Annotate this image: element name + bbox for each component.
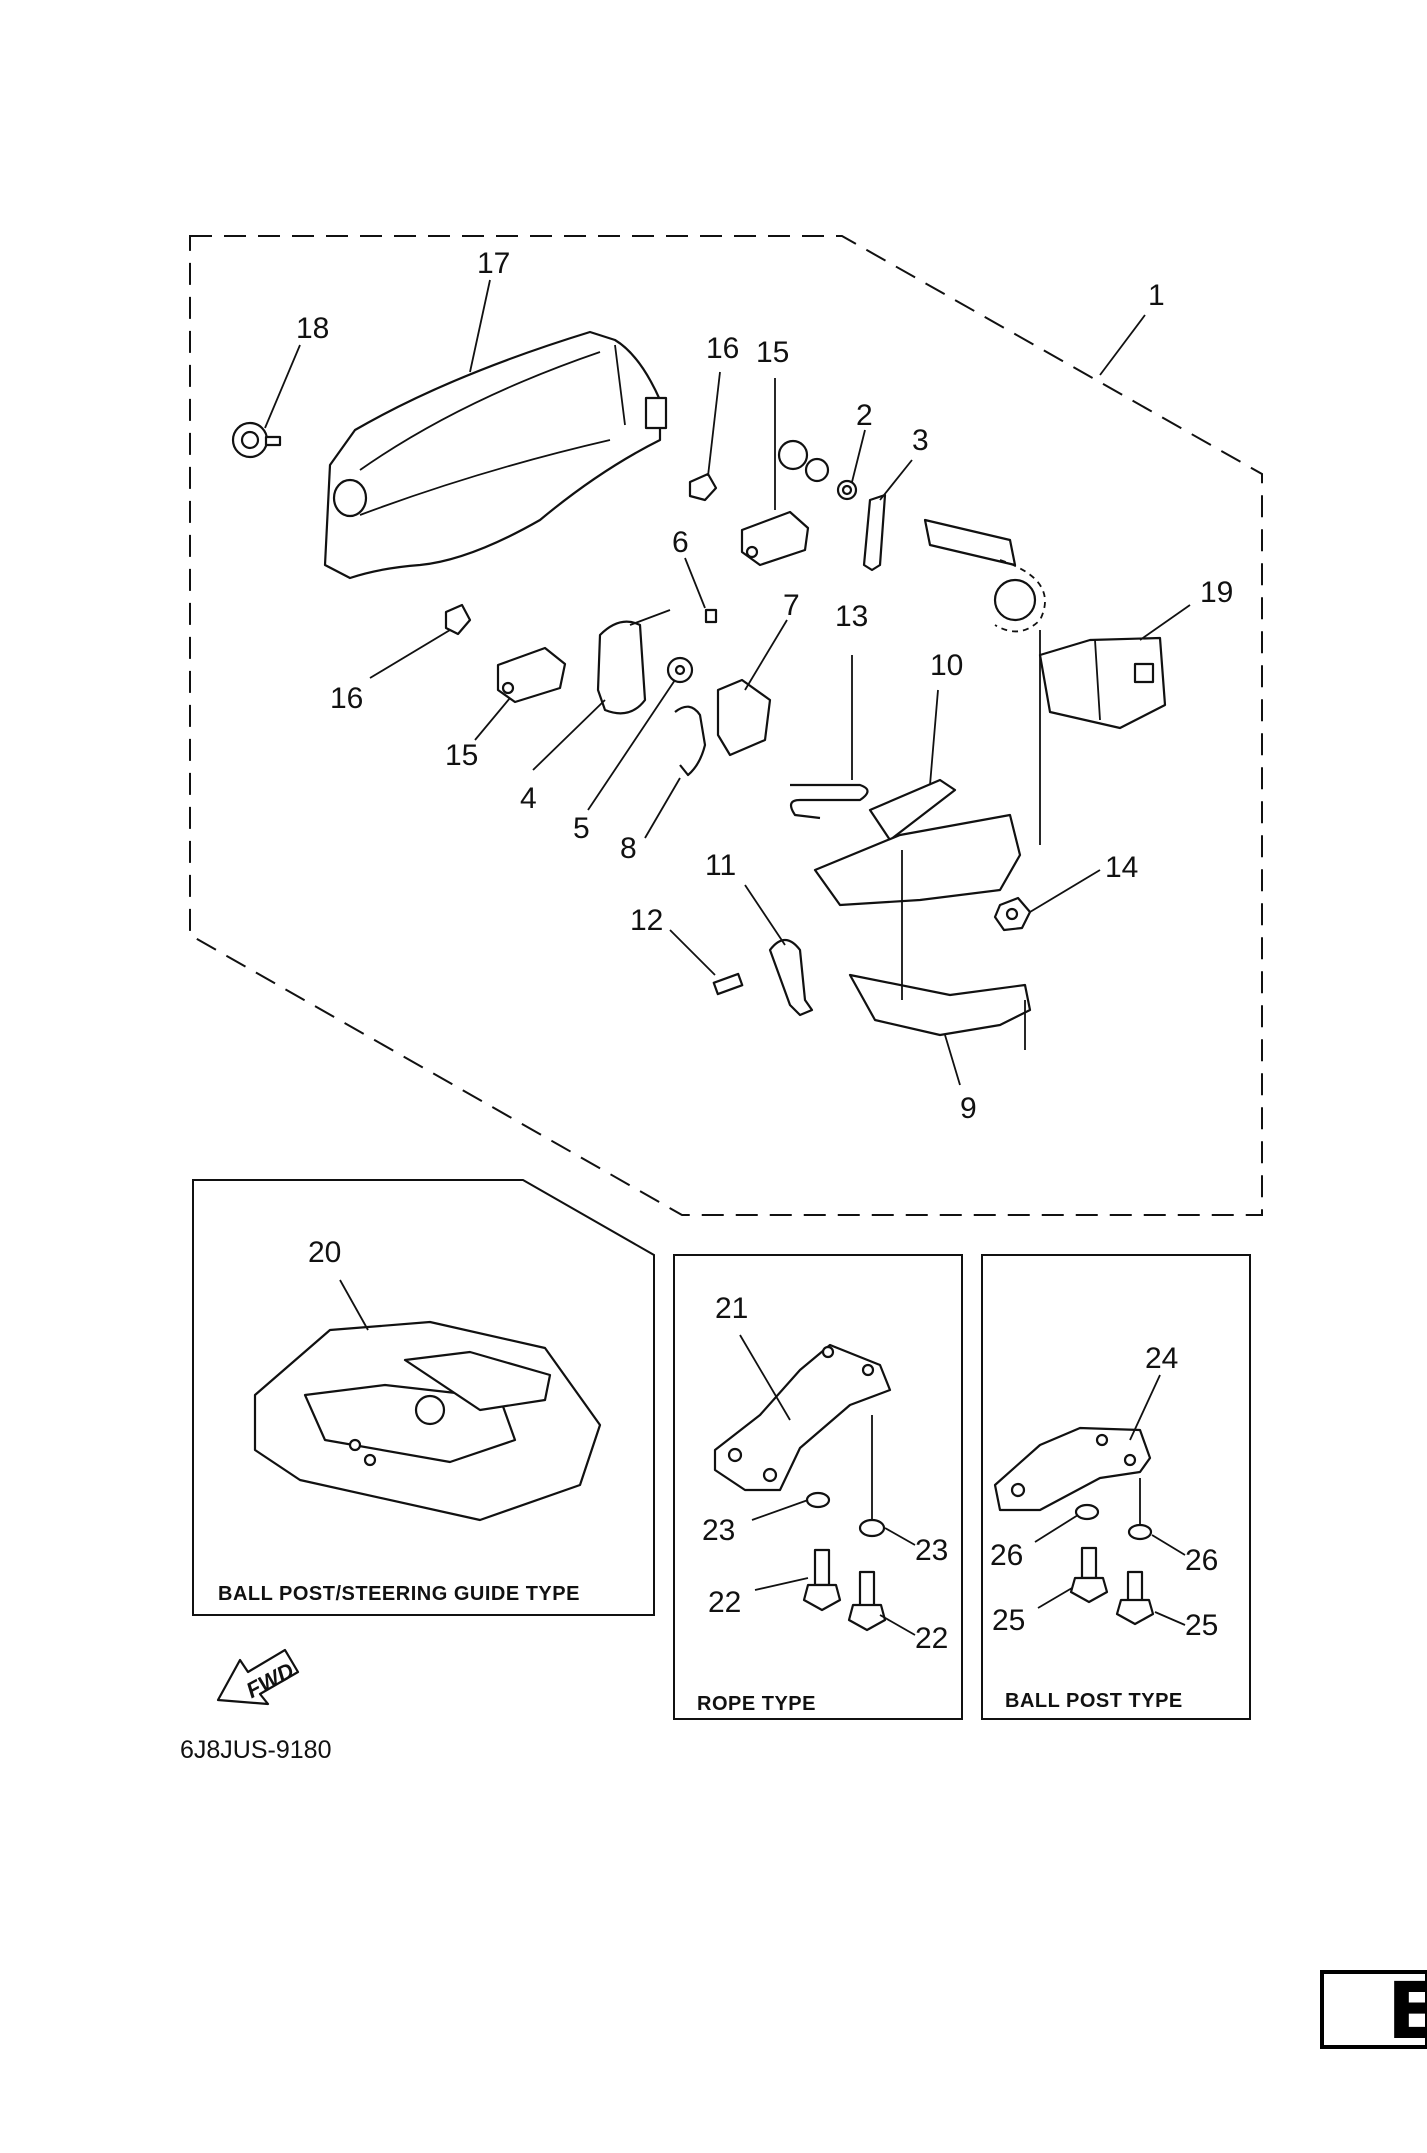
callout-25-right: 25 [1185,1609,1218,1642]
callout-4: 4 [520,782,537,815]
lever-part-lower [596,620,647,715]
u-bolt-part [789,783,869,820]
grip-part [1038,636,1167,730]
section-tab: E [1320,1967,1427,2057]
callout-3: 3 [912,424,929,457]
callout-11: 11 [705,849,736,882]
callout-7: 7 [783,589,800,622]
callout-2: 2 [856,399,873,432]
callout-14: 14 [1105,851,1138,884]
callout-16-upper: 16 [706,332,739,365]
callout-labels: 17 18 1 16 15 2 3 6 7 13 10 19 16 15 4 5… [296,247,1233,1655]
knob-part [231,421,282,459]
drawing-code: 6J8JUS-9180 [180,1736,331,1764]
ball-post-bracket-part [993,1426,1152,1512]
lever-part-11 [768,938,814,1017]
nut-part [993,896,1032,932]
callout-20: 20 [308,1236,341,1269]
ball-post-steering-box [192,1179,655,1616]
callout-9: 9 [960,1092,977,1125]
guide-plate-part [253,1320,602,1522]
callout-22-left: 22 [708,1586,741,1619]
callout-23-right: 23 [915,1534,948,1567]
assembly-boundary [189,235,1263,1216]
nut-washer-set [777,439,858,501]
rope-bracket-part [713,1343,892,1492]
callout-6: 6 [672,526,689,559]
callout-18: 18 [296,312,329,345]
rope-type-box [673,1254,963,1720]
callout-13: 13 [835,600,868,633]
pin-part [704,608,718,624]
leader-lines [264,279,1191,1636]
section-tab-letter: E [1387,1967,1427,2057]
callout-15-upper: 15 [756,336,789,369]
callout-17: 17 [477,247,510,280]
rope-type-label: ROPE TYPE [697,1693,816,1715]
fwd-arrow-icon: FWD [216,1648,300,1706]
shaft-assembly [923,518,1046,633]
callout-21: 21 [715,1292,748,1325]
callout-26-right: 26 [1185,1544,1218,1577]
clip-part-upper [688,472,718,502]
ball-post-type-box [981,1254,1251,1720]
bracket-part-lower [848,973,1032,1037]
callout-10: 10 [930,649,963,682]
callout-23-left: 23 [702,1514,735,1547]
lever-part-7 [716,678,772,757]
callout-19: 19 [1200,576,1233,609]
callout-25-left: 25 [992,1604,1025,1637]
bracket-part-upper [813,778,1022,907]
ball-post-hardware [1069,1478,1155,1626]
joint-part-upper [740,510,810,567]
callout-8: 8 [620,832,637,865]
ball-post-type-label: BALL POST TYPE [1005,1690,1183,1712]
callout-22-right: 22 [915,1622,948,1655]
pin-part-12 [712,972,744,996]
lever-part-upper [862,493,887,572]
ball-post-steering-label: BALL POST/STEERING GUIDE TYPE [218,1583,580,1605]
callout-24: 24 [1145,1342,1178,1375]
washer-part [666,656,694,684]
callout-16-lower: 16 [330,682,363,715]
callout-5: 5 [573,812,590,845]
callout-1: 1 [1148,279,1165,312]
callout-26-left: 26 [990,1539,1023,1572]
clip-part-lower [444,603,472,636]
rope-hardware [802,1415,887,1632]
cover-part [323,330,668,580]
joint-part-lower [496,646,567,704]
callout-15-lower: 15 [445,739,478,772]
spring-part [674,705,707,777]
callout-12: 12 [630,904,663,937]
